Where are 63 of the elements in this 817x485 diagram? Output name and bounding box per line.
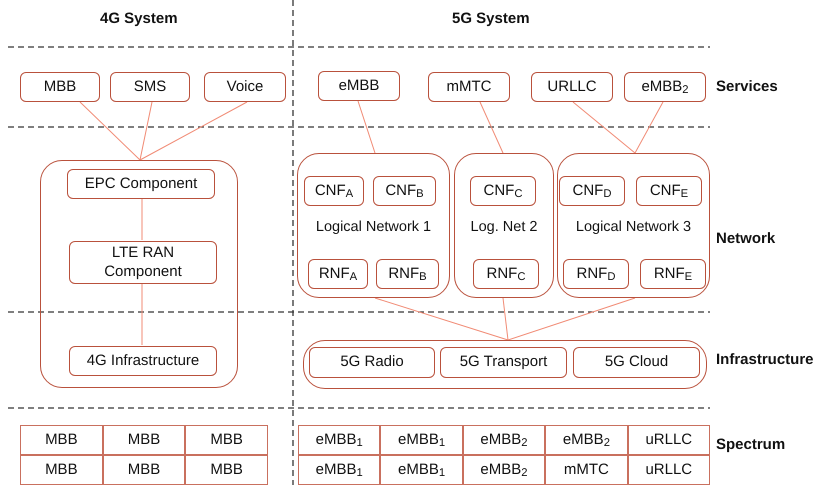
component-box: CNF$_{C}$ [470, 176, 536, 206]
group-container [40, 160, 238, 388]
table-cell: eMBB$_{2}$ [545, 425, 628, 455]
layer-label: Services [716, 77, 778, 97]
group-label: Logical Network 1 [314, 218, 432, 237]
component-box: CNF$_{E}$ [636, 176, 702, 206]
table-cell: MBB [102, 425, 186, 455]
component-box: RNF$_{E}$ [640, 259, 706, 289]
connector-line [80, 102, 140, 160]
group-container [557, 153, 710, 298]
component-box: eMBB$_{2}$ [624, 72, 706, 102]
component-box: CNF$_{D}$ [559, 176, 625, 206]
layer-label: Network [716, 229, 776, 249]
component-box: 5G Radio [309, 347, 435, 378]
group-label: Log. Net 2 [470, 218, 538, 237]
component-box: CNF$_{A}$ [304, 176, 364, 206]
connector-line [572, 102, 636, 154]
group-label: Logical Network 3 [574, 218, 692, 237]
table-cell: uRLLC [628, 425, 710, 455]
component-box: URLLC [531, 72, 613, 102]
component-box: CNF$_{B}$ [373, 176, 436, 206]
table-cell: eMBB$_{2}$ [462, 425, 546, 455]
component-box: eMBB [318, 71, 400, 101]
column-heading: 4G System [100, 9, 178, 29]
connector-line [508, 298, 636, 340]
column-heading: 5G System [452, 9, 530, 29]
group-container [303, 340, 707, 389]
table-cell: MBB [20, 455, 103, 485]
table-cell: MBB [185, 425, 268, 455]
component-box: SMS [110, 72, 190, 102]
component-box: 5G Cloud [573, 347, 700, 378]
table-cell: eMBB$_{1}$ [298, 425, 380, 455]
component-box: RNF$_{D}$ [563, 259, 629, 289]
table-cell: mMTC [545, 455, 628, 485]
group-container [297, 153, 450, 298]
connector-line [140, 102, 152, 160]
connector-line [358, 100, 376, 154]
layer-label: Infrastructure [716, 350, 814, 370]
component-box: RNF$_{C}$ [473, 259, 539, 289]
table-cell: uRLLC [628, 455, 710, 485]
table-cell: eMBB$_{1}$ [380, 455, 463, 485]
connector-line [502, 298, 508, 340]
table-cell: eMBB$_{1}$ [298, 455, 380, 485]
table-cell: eMBB$_{2}$ [462, 455, 546, 485]
connector-line [374, 298, 508, 340]
table-cell: MBB [185, 455, 268, 485]
component-box: RNF$_{B}$ [376, 259, 439, 289]
group-container [454, 153, 554, 298]
connector-line [140, 102, 248, 160]
table-cell: MBB [102, 455, 186, 485]
component-box: LTE RAN Component [69, 241, 217, 284]
component-box: RNF$_{A}$ [308, 259, 368, 289]
component-box: 5G Transport [440, 347, 567, 378]
connector-line [480, 102, 504, 154]
component-box: Voice [204, 72, 286, 102]
component-box: mMTC [428, 72, 510, 102]
connector-line [634, 102, 664, 154]
table-cell: eMBB$_{1}$ [380, 425, 463, 455]
component-box: MBB [20, 72, 100, 102]
layer-label: Spectrum [716, 435, 786, 455]
table-cell: MBB [20, 425, 103, 455]
component-box: 4G Infrastructure [69, 346, 217, 376]
component-box: EPC Component [67, 169, 215, 199]
